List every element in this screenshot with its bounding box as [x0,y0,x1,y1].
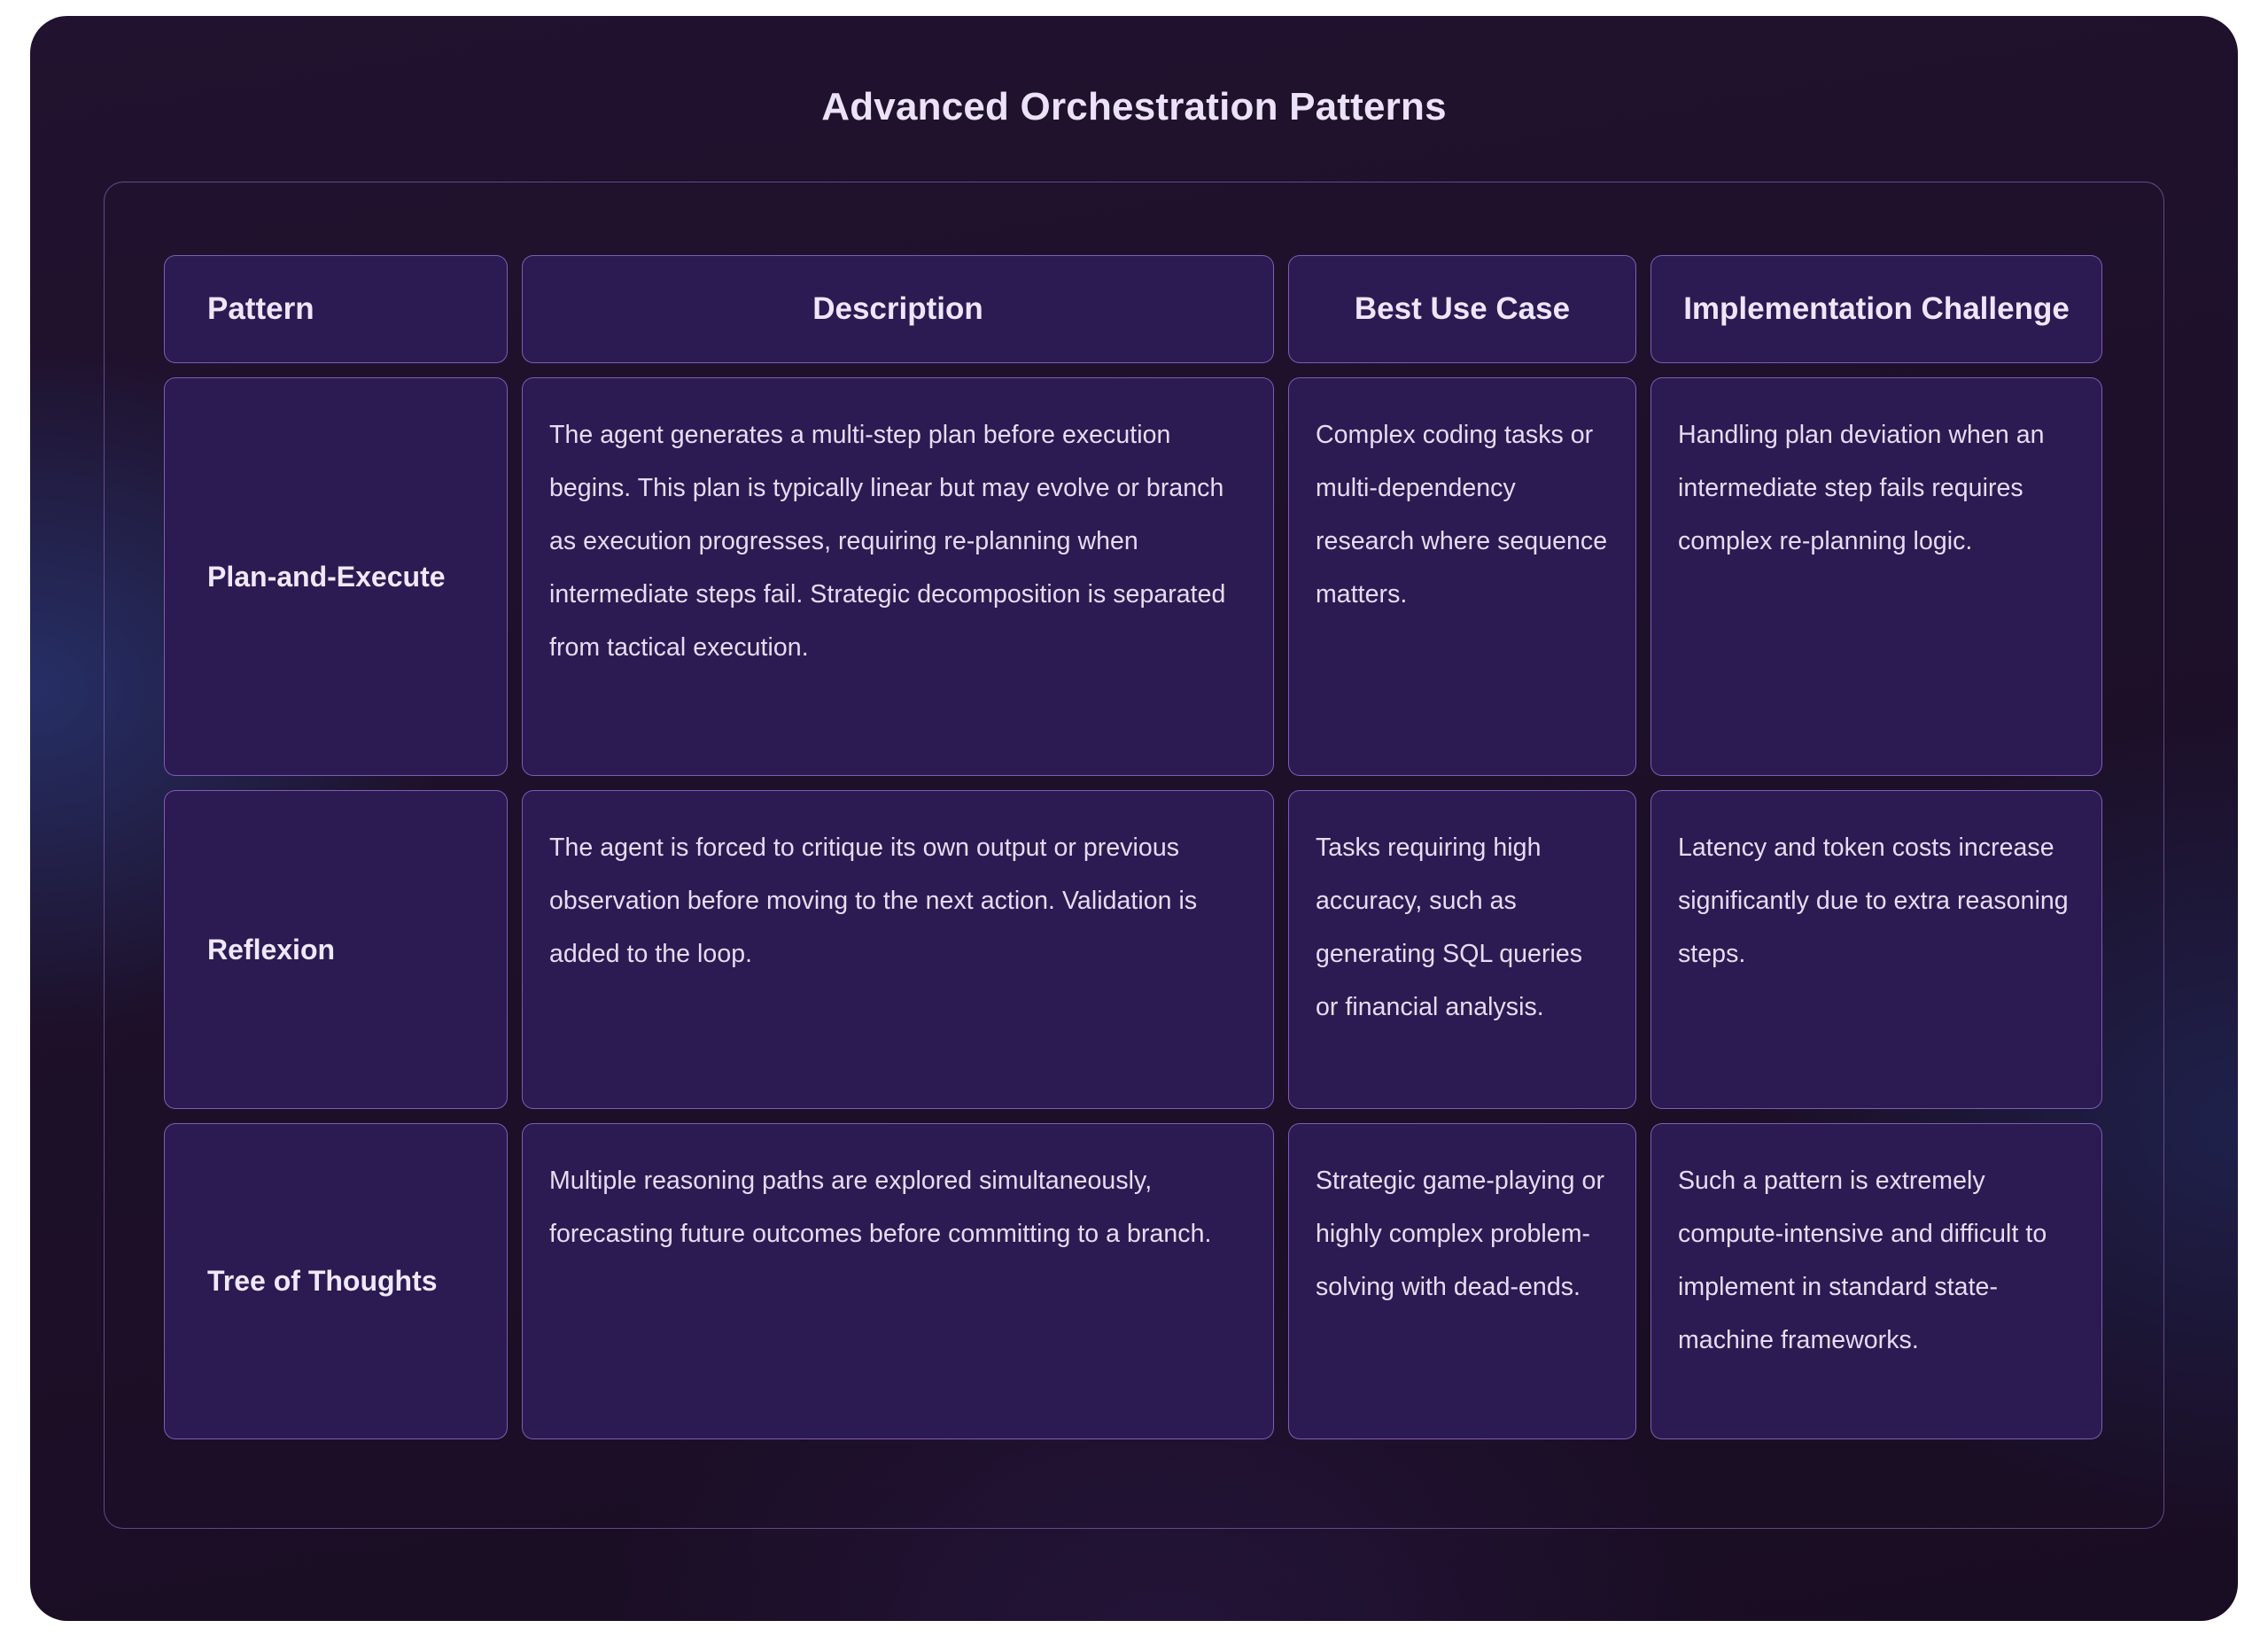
cell-description-plan-and-execute: The agent generates a multi-step plan be… [522,377,1274,776]
pattern-label: Plan-and-Execute [207,560,446,593]
page-title: Advanced Orchestration Patterns [821,85,1447,128]
cell-implementation-challenge-plan-and-execute: Handling plan deviation when an intermed… [1651,377,2102,776]
cell-best-use-case-plan-and-execute: Complex coding tasks or multi-dependency… [1288,377,1636,776]
best-use-case-text: Tasks requiring high accuracy, such as g… [1316,834,1583,1021]
header-label-implementation-challenge: Implementation Challenge [1683,291,2070,326]
table-row: Tree of Thoughts Multiple reasoning path… [164,1123,2106,1439]
patterns-table: Pattern Description Best Use Case Implem… [164,255,2106,1439]
content-card: Advanced Orchestration Patterns Pattern … [30,16,2238,1621]
cell-description-tree-of-thoughts: Multiple reasoning paths are explored si… [522,1123,1274,1439]
cell-implementation-challenge-reflexion: Latency and token costs increase signifi… [1651,790,2102,1109]
implementation-challenge-text: Such a pattern is extremely compute-inte… [1678,1167,2047,1354]
cell-pattern-plan-and-execute: Plan-and-Execute [164,377,508,776]
cell-best-use-case-reflexion: Tasks requiring high accuracy, such as g… [1288,790,1636,1109]
table-header-cell-best-use-case: Best Use Case [1288,255,1636,363]
implementation-challenge-text: Handling plan deviation when an intermed… [1678,421,2045,555]
table-header-cell-implementation-challenge: Implementation Challenge [1651,255,2102,363]
table-row: Plan-and-Execute The agent generates a m… [164,377,2106,776]
pattern-label: Tree of Thoughts [207,1265,438,1298]
pattern-label: Reflexion [207,933,336,965]
cell-description-reflexion: The agent is forced to critique its own … [522,790,1274,1109]
description-text: The agent generates a multi-step plan be… [549,421,1226,662]
cell-best-use-case-tree-of-thoughts: Strategic game-playing or highly complex… [1288,1123,1636,1439]
header-label-pattern: Pattern [207,291,315,326]
header-label-best-use-case: Best Use Case [1354,291,1571,326]
best-use-case-text: Strategic game-playing or highly complex… [1316,1167,1604,1301]
table-header-row: Pattern Description Best Use Case Implem… [164,255,2106,363]
description-text: The agent is forced to critique its own … [549,834,1198,968]
cell-implementation-challenge-tree-of-thoughts: Such a pattern is extremely compute-inte… [1651,1123,2102,1439]
header-label-description: Description [812,291,983,326]
cell-pattern-reflexion: Reflexion [164,790,508,1109]
cell-pattern-tree-of-thoughts: Tree of Thoughts [164,1123,508,1439]
table-header-cell-description: Description [522,255,1274,363]
best-use-case-text: Complex coding tasks or multi-dependency… [1316,421,1608,609]
table-header-cell-pattern: Pattern [164,255,508,363]
description-text: Multiple reasoning paths are explored si… [549,1167,1212,1248]
implementation-challenge-text: Latency and token costs increase signifi… [1678,834,2069,968]
table-row: Reflexion The agent is forced to critiqu… [164,790,2106,1109]
patterns-panel: Pattern Description Best Use Case Implem… [104,182,2164,1529]
